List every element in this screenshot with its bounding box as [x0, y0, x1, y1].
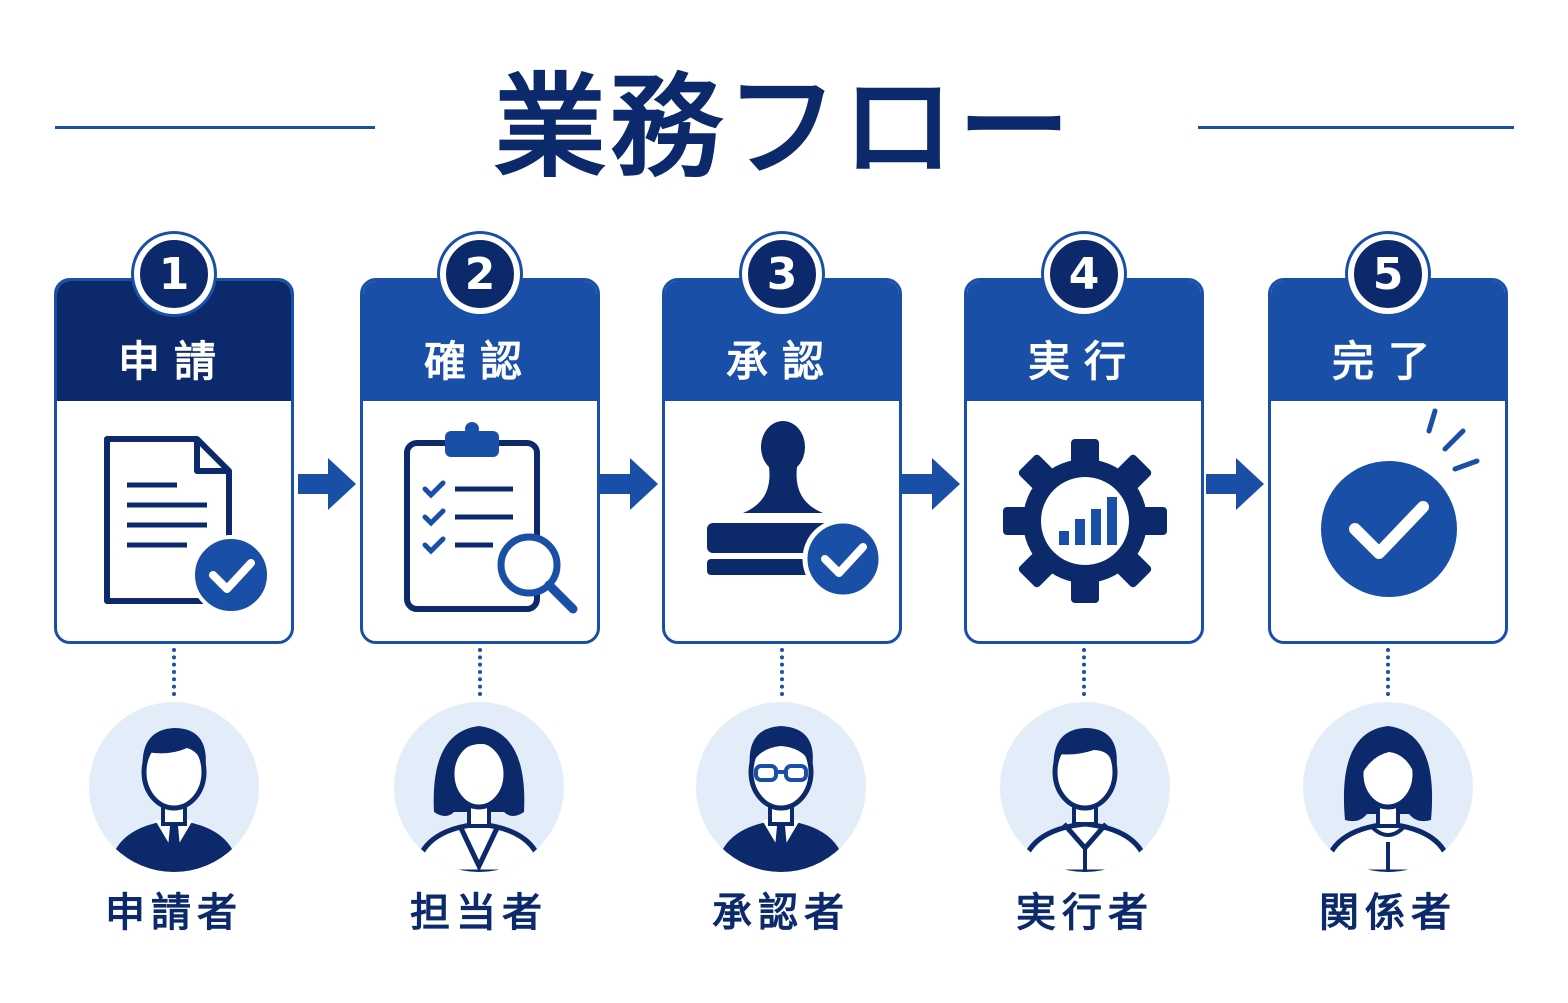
avatar: [89, 702, 259, 872]
avatar: [1000, 702, 1170, 872]
title-rule-left: [55, 126, 375, 129]
gear-chart-icon: [1003, 439, 1167, 603]
woman-suit-avatar-icon: [413, 726, 545, 872]
role-label-1: 申請者: [105, 890, 243, 936]
step-card-5: 完了: [1268, 278, 1508, 644]
dotted-connector: [172, 648, 176, 696]
arrow-right-icon: [1206, 458, 1264, 510]
step-card-3: 承認: [662, 278, 902, 644]
step-number-4: 4: [1044, 234, 1124, 314]
step-number-5: 5: [1348, 234, 1428, 314]
step-card-2: 確認: [360, 278, 600, 644]
document-check-icon: [104, 436, 271, 615]
step-number-3: 3: [742, 234, 822, 314]
arrow-right-icon: [298, 458, 356, 510]
avatar: [1303, 702, 1473, 872]
woman-casual-avatar-icon: [1322, 726, 1454, 872]
man-glasses-avatar-icon: [716, 726, 846, 872]
arrow-right-icon: [902, 458, 960, 510]
clipboard-search-icon: [404, 422, 578, 614]
avatar: [394, 702, 564, 872]
step-number-2: 2: [440, 234, 520, 314]
dotted-connector: [1082, 648, 1086, 696]
check-circle-icon: [1321, 408, 1480, 597]
title-rule-right: [1198, 126, 1514, 129]
role-label-2: 担当者: [410, 890, 548, 936]
man-suit-avatar-icon: [109, 728, 239, 872]
step-card-1: 申請: [54, 278, 294, 644]
dotted-connector: [780, 648, 784, 696]
role-label-4: 実行者: [1016, 890, 1154, 936]
role-label-3: 承認者: [712, 890, 850, 936]
page-title: 業務フロー: [494, 63, 1074, 193]
arrow-right-icon: [600, 458, 658, 510]
step-number-1: 1: [134, 234, 214, 314]
step-card-4: 実行: [964, 278, 1204, 644]
avatar: [696, 702, 866, 872]
man-casual-avatar-icon: [1019, 728, 1151, 872]
role-label-5: 関係者: [1319, 890, 1457, 936]
dotted-connector: [478, 648, 482, 696]
dotted-connector: [1386, 648, 1390, 696]
stamp-check-icon: [707, 421, 884, 600]
